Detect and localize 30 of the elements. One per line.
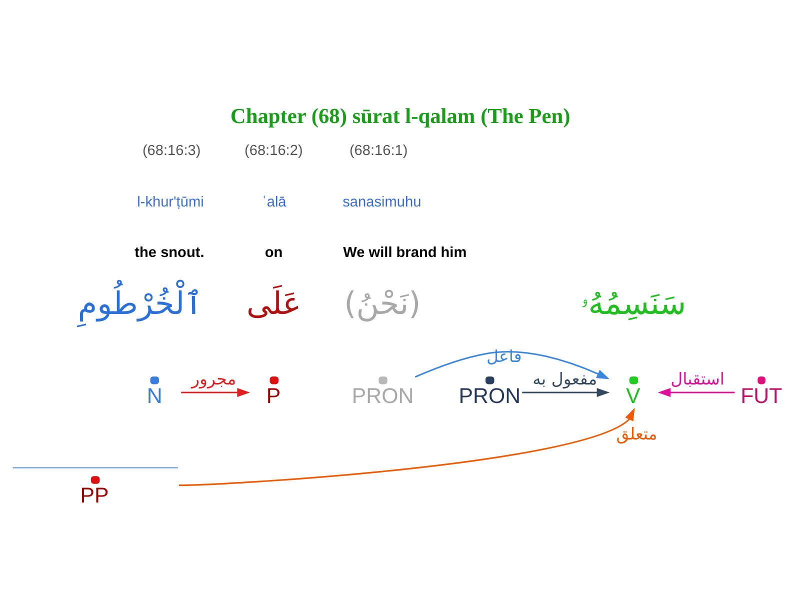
label: (68:16:1)	[349, 142, 408, 158]
label: ʿalā	[262, 194, 286, 210]
arrow	[522, 388, 610, 396]
label: the snout.	[134, 244, 204, 260]
arrow	[414, 350, 610, 379]
label: We will brand him	[343, 244, 467, 260]
edge-label: مجرور	[192, 368, 236, 388]
label: عَلَى	[246, 285, 302, 322]
node-label: N	[146, 383, 162, 408]
node-label: PRON	[458, 383, 521, 408]
label: (نَحْنُ)	[344, 285, 421, 322]
node-label: V	[626, 383, 640, 408]
node-label: P	[266, 383, 281, 408]
node-label: FUT	[740, 383, 782, 408]
node-label: PP	[80, 482, 109, 507]
label: (68:16:2)	[244, 142, 303, 158]
arrow	[181, 388, 250, 396]
label: sanasimuhu	[342, 194, 422, 210]
node-label: PRON	[352, 383, 414, 408]
label: on	[264, 244, 283, 260]
label: l-khur'ṭūmi	[137, 194, 204, 210]
diagram-title: Chapter (68) sūrat l-qalam (The Pen)	[230, 103, 570, 128]
label: سَنَسِمُهُۥ	[580, 285, 686, 322]
arrow	[178, 407, 635, 486]
label: (68:16:3)	[142, 142, 201, 158]
edge-label: استقبال	[670, 368, 724, 388]
edge-label: مفعول به	[532, 368, 598, 388]
edge-label: متعلق	[616, 424, 658, 444]
edge-label: فاعل	[486, 346, 522, 366]
arrow	[658, 388, 735, 396]
